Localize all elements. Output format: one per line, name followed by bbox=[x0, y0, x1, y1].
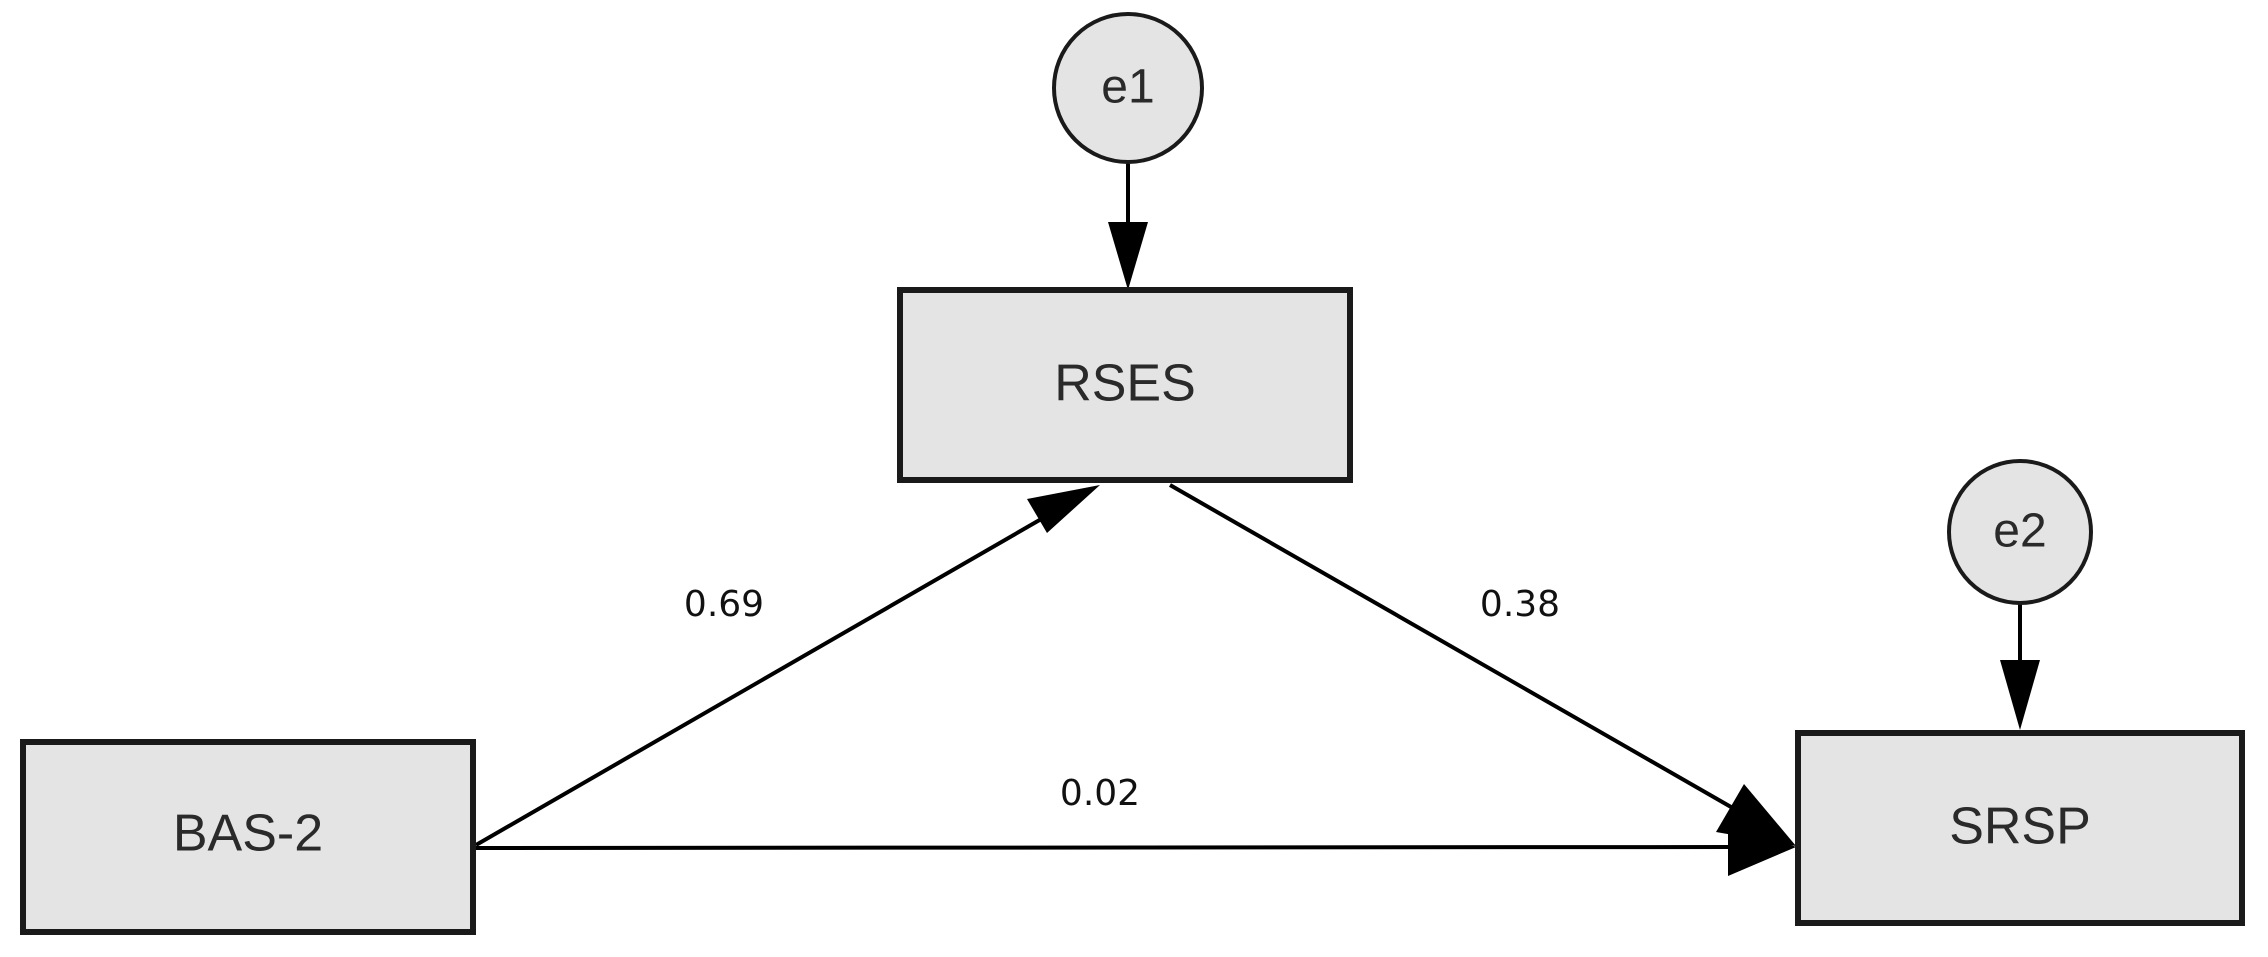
node-rses-box bbox=[897, 287, 1353, 483]
node-bas2: BAS-2 bbox=[20, 739, 476, 935]
edges bbox=[475, 162, 2040, 876]
arrowhead-bas2-srsp bbox=[1728, 818, 1796, 876]
node-e1-circle bbox=[1052, 12, 1204, 164]
node-srsp: SRSP bbox=[1795, 730, 2245, 926]
node-e1: e1 bbox=[1052, 12, 1204, 164]
node-e2: e2 bbox=[1947, 459, 2093, 605]
arrowhead-e1-rses bbox=[1108, 222, 1148, 290]
node-rses: RSES bbox=[897, 287, 1353, 483]
path-arrow-rses-srsp bbox=[1169, 483, 1739, 813]
node-rses-label: RSES bbox=[1054, 355, 1196, 413]
path-arrow-bas2-srsp bbox=[475, 845, 1733, 850]
node-bas2-box bbox=[20, 739, 476, 935]
node-e2-label: e2 bbox=[1993, 505, 2046, 558]
node-e2-circle bbox=[1947, 459, 2093, 605]
node-srsp-box bbox=[1795, 730, 2245, 926]
coefficient-rses-srsp: 0.38 bbox=[1480, 584, 1560, 625]
node-bas2-label: BAS-2 bbox=[173, 805, 323, 863]
path-coefficients: 0.69 0.38 0.02 bbox=[684, 584, 1560, 814]
coefficient-bas2-rses: 0.69 bbox=[684, 584, 764, 625]
arrowhead-e2-srsp bbox=[2000, 660, 2040, 730]
node-srsp-label: SRSP bbox=[1949, 798, 2091, 856]
path-arrow-bas2-rses bbox=[475, 512, 1051, 847]
coefficient-bas2-srsp: 0.02 bbox=[1060, 773, 1140, 814]
node-e1-label: e1 bbox=[1101, 61, 1154, 114]
arrowhead-bas2-rses bbox=[1027, 485, 1100, 533]
